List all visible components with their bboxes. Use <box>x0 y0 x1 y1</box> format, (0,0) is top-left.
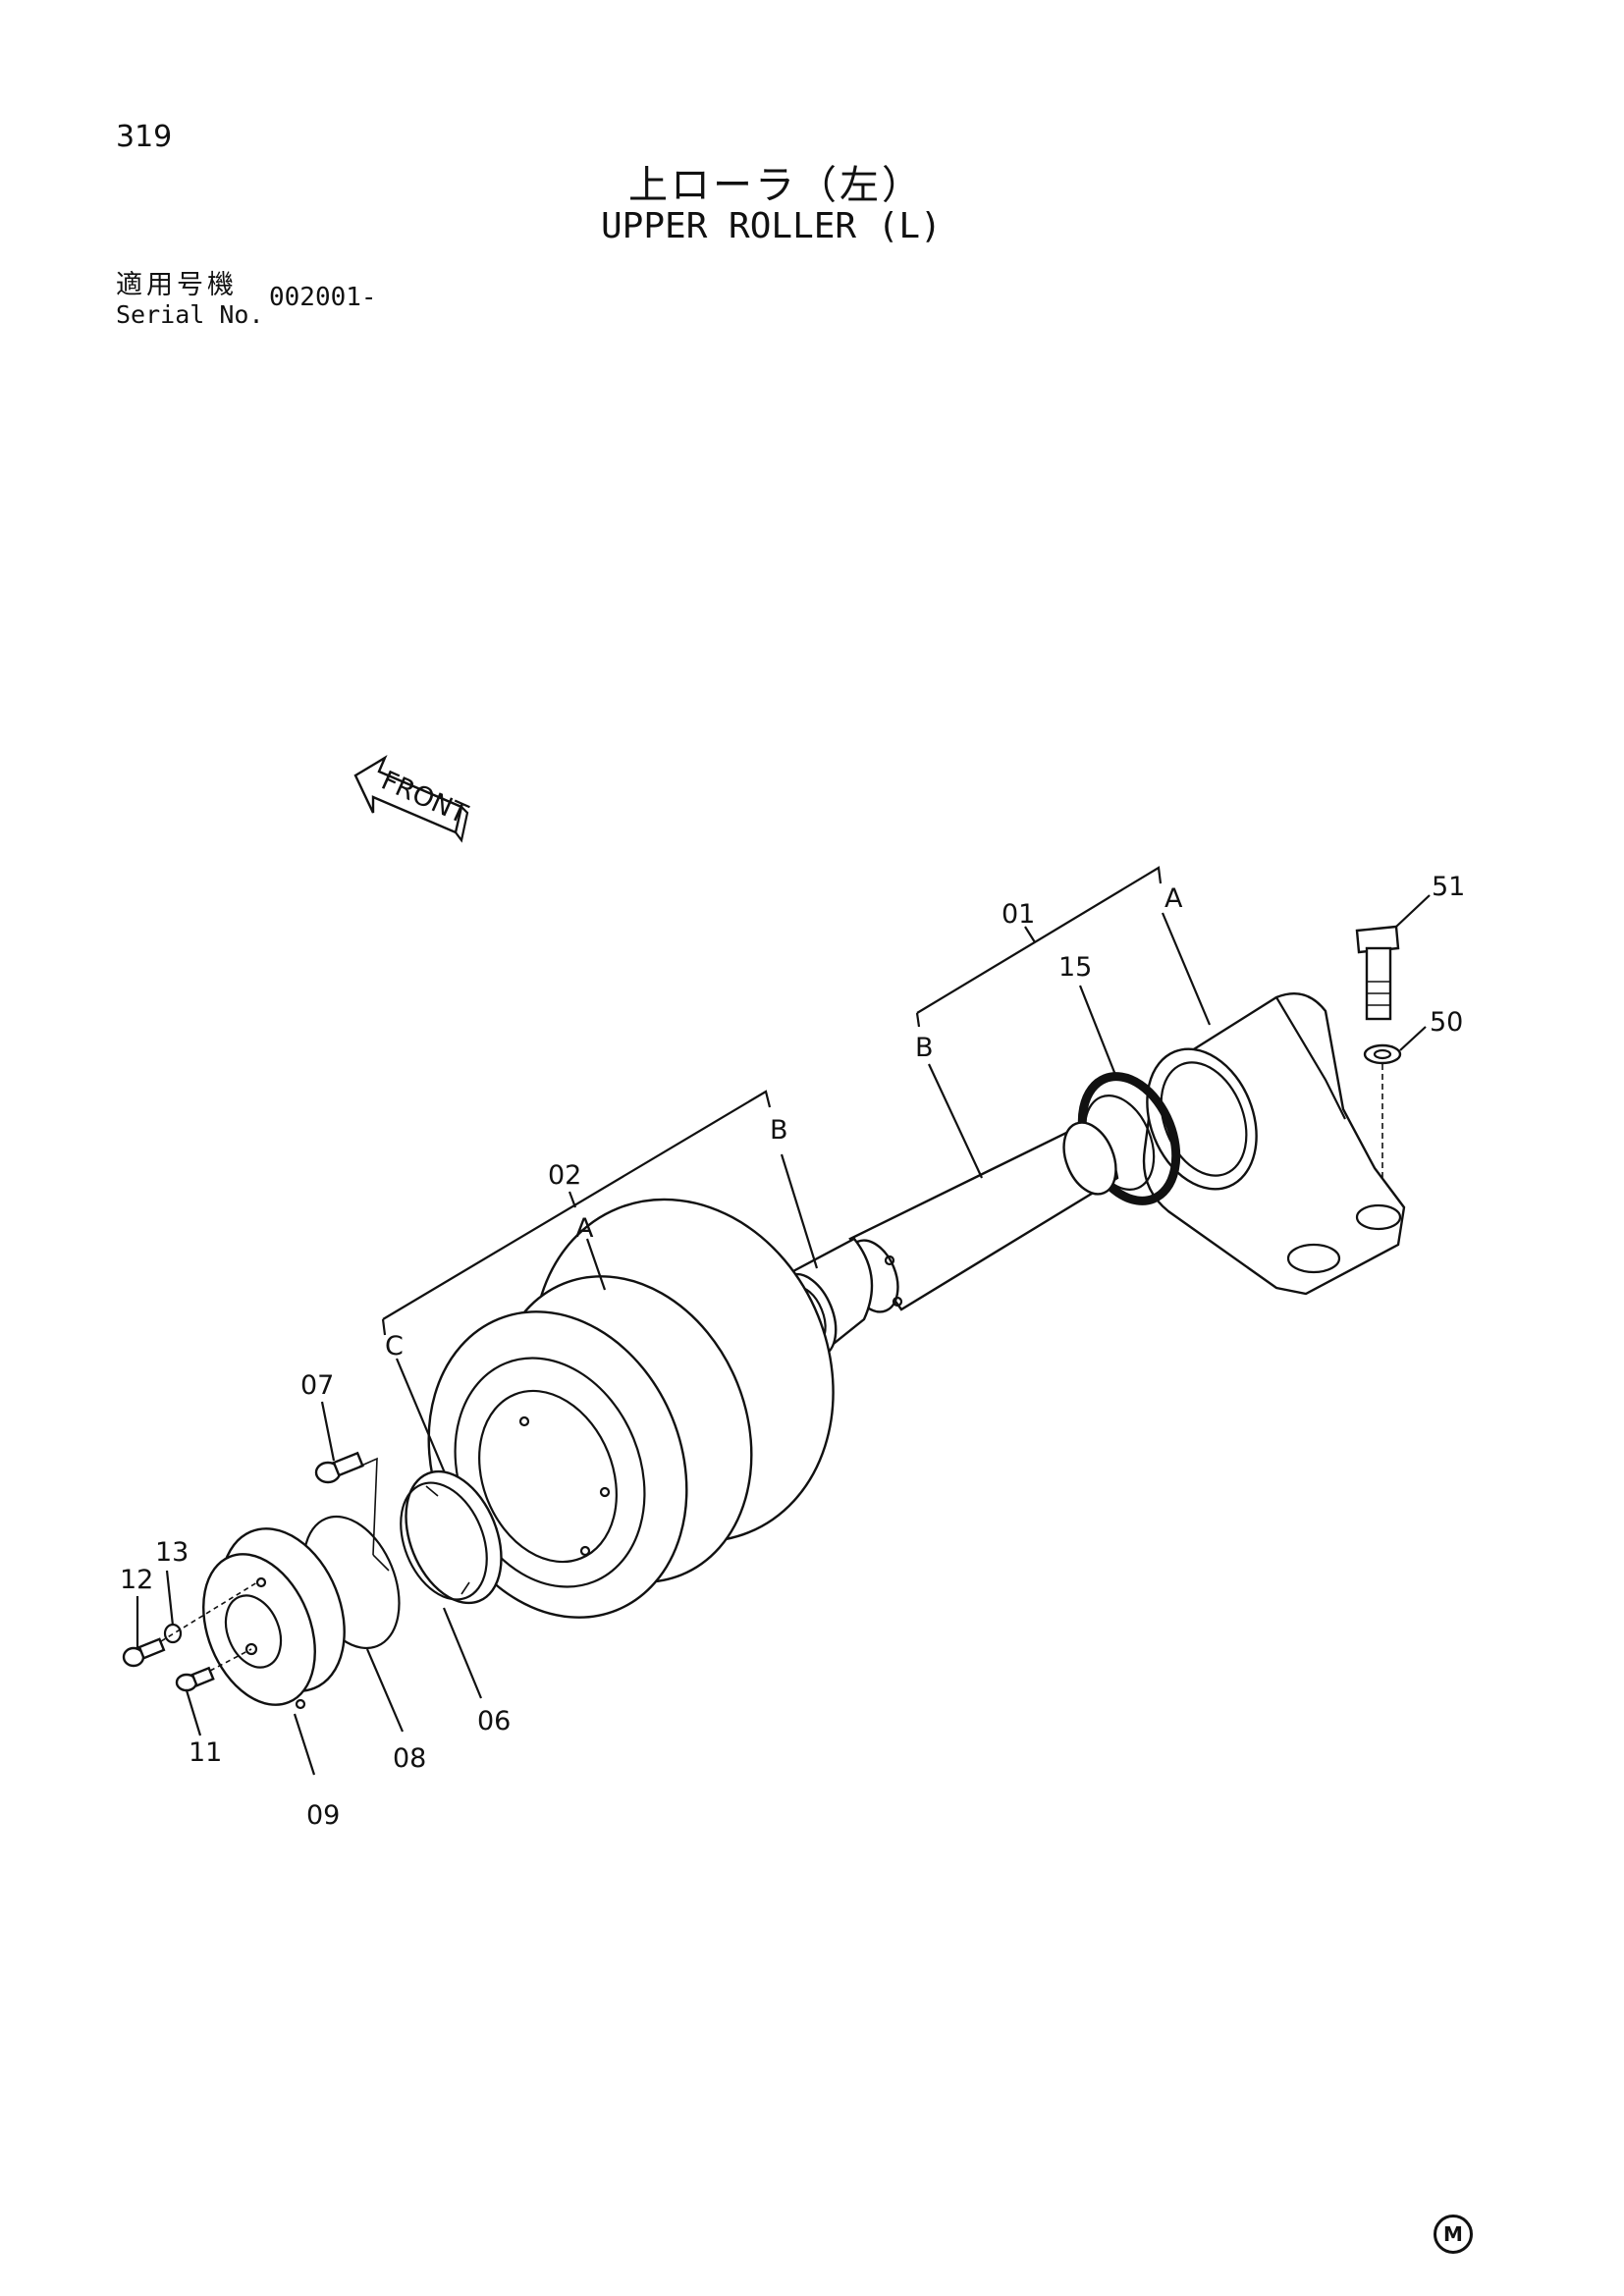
thrust-plate-part-06 <box>400 1469 503 1605</box>
serial-label-japanese: 適用号機 <box>116 270 238 300</box>
serial-number-value: 002001- <box>269 283 377 312</box>
callout-06: 06 <box>477 1706 511 1736</box>
callout-09: 09 <box>306 1800 340 1831</box>
callout-07: 07 <box>300 1370 334 1401</box>
callout-08: 08 <box>393 1743 426 1774</box>
shaft-part-01b <box>844 1121 1119 1313</box>
callout-50: 50 <box>1430 1007 1463 1038</box>
plug-part-11 <box>175 1666 215 1692</box>
plug-part-07 <box>314 1451 364 1484</box>
page-number: 319 <box>116 120 173 154</box>
callout-51: 51 <box>1432 872 1465 902</box>
serial-label-english: Serial No. <box>116 300 264 329</box>
callout-15: 15 <box>1058 952 1092 983</box>
bracket-part-01a <box>1142 992 1406 1296</box>
callout-01-a: A <box>1164 883 1183 914</box>
title-english: UPPER ROLLER (L) <box>601 206 942 246</box>
callout-12: 12 <box>120 1565 153 1595</box>
washer-part-50 <box>1363 1043 1402 1065</box>
bolt-part-12 <box>122 1637 166 1668</box>
front-arrow-icon: FRONT <box>353 755 472 843</box>
lock-washer-part-13 <box>163 1623 183 1644</box>
cover-part-09 <box>202 1527 346 1710</box>
callout-02-c: C <box>385 1331 404 1362</box>
callout-02-a: A <box>575 1213 594 1244</box>
maker-mark-icon: M <box>1434 2215 1473 2254</box>
callout-11: 11 <box>189 1737 222 1768</box>
callout-02: 02 <box>548 1160 581 1191</box>
front-arrow-label: FRONT <box>377 766 472 830</box>
roller-part-02a <box>427 1198 835 1619</box>
bolt-part-51 <box>1355 925 1400 1021</box>
callout-13: 13 <box>155 1537 189 1568</box>
callout-02-b: B <box>770 1115 788 1146</box>
callout-01-b: B <box>915 1033 934 1063</box>
title-japanese: 上ローラ（左） <box>628 163 924 208</box>
callout-01: 01 <box>1001 899 1035 930</box>
